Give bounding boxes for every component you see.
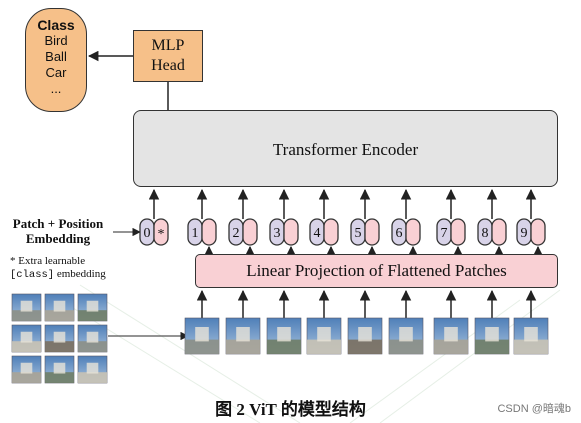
image-patch-r3c2 (44, 355, 75, 384)
position-number-7: 7 (441, 226, 448, 241)
position-number-6: 6 (396, 226, 403, 241)
linear-projection-label: Linear Projection of Flattened Patches (246, 261, 507, 280)
extra-note-line2-rest: embedding (54, 268, 106, 280)
transformer-encoder-label: Transformer Encoder (272, 140, 419, 159)
class-token-code: [class] (10, 269, 55, 281)
embedding-label-line2: Embedding (25, 231, 91, 246)
flattened-patch-6 (388, 317, 424, 355)
figure-caption: 图 2 ViT 的模型结构 (215, 400, 366, 419)
extra-note-line2: [class] embedding (10, 268, 106, 282)
watermark-text: CSDN @暗魂b (497, 403, 571, 415)
position-number-9: 9 (521, 226, 528, 241)
patch-position-embedding-label: Patch + Position Embedding (4, 216, 112, 246)
flattened-patch-4 (306, 317, 342, 355)
patch-embedding-5 (364, 218, 380, 246)
patch-embedding-1 (201, 218, 217, 246)
position-number-1: 1 (192, 226, 199, 241)
position-number-3: 3 (274, 226, 281, 241)
extra-learnable-note: * Extra learnable [class] embedding (10, 255, 106, 282)
class-item-car: Car (45, 65, 67, 80)
image-patch-r2c3 (77, 324, 108, 353)
linear-projection-box: Linear Projection of Flattened Patches (195, 254, 558, 288)
class-item-ball: Ball (45, 49, 67, 64)
flattened-patch-7 (433, 317, 469, 355)
background-watermark-lines (59, 284, 561, 423)
transformer-encoder-box: Transformer Encoder (133, 110, 558, 187)
mlp-head-line1: MLP (151, 37, 185, 54)
flattened-patch-3 (266, 317, 302, 355)
class-token-marker: * (158, 227, 165, 242)
image-patch-r2c1 (11, 324, 42, 353)
image-patch-r3c3 (77, 355, 108, 384)
class-token-embedding (153, 218, 169, 246)
mlp-head-line2: Head (151, 57, 185, 74)
embedding-label-line1: Patch + Position (12, 216, 104, 231)
image-patch-r2c2 (44, 324, 75, 353)
image-patch-r3c1 (11, 355, 42, 384)
patch-embedding-6 (405, 218, 421, 246)
position-number-2: 2 (233, 226, 240, 241)
image-patch-r1c3 (77, 293, 108, 322)
patch-embedding-2 (242, 218, 258, 246)
class-item-bird: Bird (44, 33, 68, 48)
extra-note-line1: * Extra learnable (10, 255, 86, 267)
flattened-patch-2 (225, 317, 261, 355)
flattened-patch-5 (347, 317, 383, 355)
flattened-patch-8 (474, 317, 510, 355)
class-title: Class (37, 17, 75, 33)
patch-embedding-8 (491, 218, 507, 246)
patch-embedding-9 (530, 218, 546, 246)
image-patch-r1c1 (11, 293, 42, 322)
position-number-0: 0 (144, 226, 151, 241)
patch-embedding-4 (323, 218, 339, 246)
flattened-patch-9 (513, 317, 549, 355)
flattened-patch-1 (184, 317, 220, 355)
position-number-8: 8 (482, 226, 489, 241)
patch-embedding-3 (283, 218, 299, 246)
class-output-box: Class Bird Ball Car ... (25, 8, 87, 112)
class-item-ellipsis: ... (50, 81, 62, 96)
position-number-4: 4 (314, 226, 321, 241)
position-number-5: 5 (355, 226, 362, 241)
image-patch-r1c2 (44, 293, 75, 322)
mlp-head-box: MLP Head (133, 30, 203, 82)
patch-embedding-7 (450, 218, 466, 246)
